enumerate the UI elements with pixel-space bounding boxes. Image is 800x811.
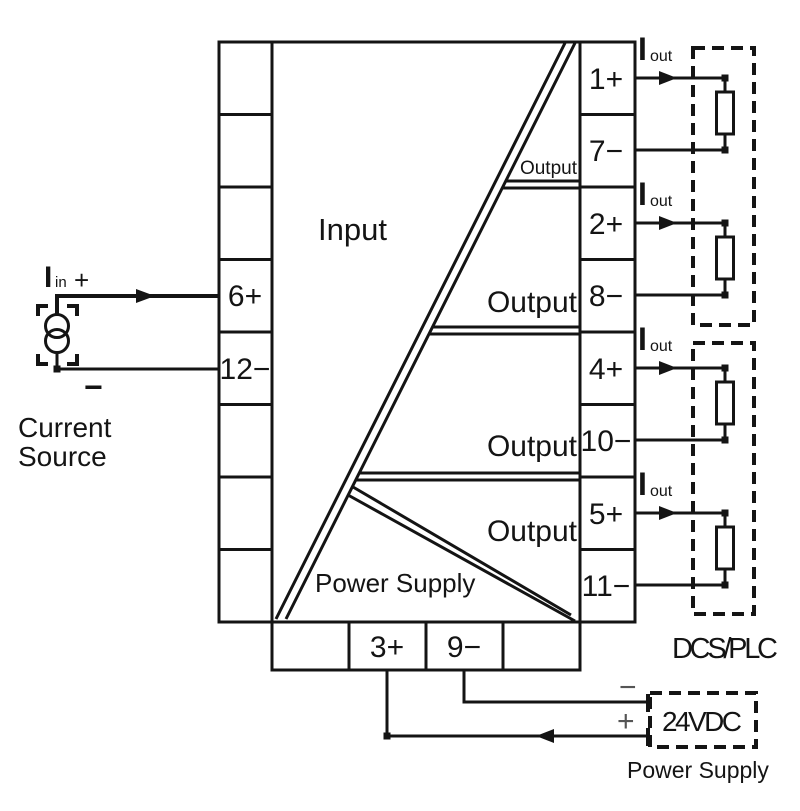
resistor-symbol: [715, 525, 735, 571]
iin-plus-label: +: [74, 265, 89, 295]
output-section-label-1: Output: [487, 286, 578, 319]
output-small-label: Output: [520, 158, 578, 179]
psu-minus-label: −: [619, 671, 637, 704]
terminal-11minus: 11−: [582, 570, 631, 603]
iout-subscript: out: [650, 193, 673, 210]
dcs-plc-box-lower: [691, 341, 756, 616]
wire-corner-dot: [721, 291, 729, 299]
dcs-plc-caption: DCS/PLC: [672, 633, 778, 665]
output-section-label-3: Output: [487, 515, 578, 548]
psu-plus-label: +: [617, 705, 635, 738]
channel-wires: [634, 366, 727, 442]
channel-wires: [634, 76, 727, 152]
iout-symbol: I: [638, 31, 647, 67]
resistor-symbol: [715, 90, 735, 136]
power-supply-section-label: Power Supply: [315, 568, 475, 598]
terminal-5plus: 5+: [589, 498, 623, 531]
wire-corner-dot: [721, 146, 729, 154]
bottom-terminal-separators: [347, 622, 505, 670]
input-plus-wire: [55, 294, 219, 315]
current-source-section: I in + − Current Source: [18, 261, 219, 472]
current-source-icon: [36, 304, 79, 366]
arrow-right-icon: [659, 216, 677, 230]
terminal-8minus: 8−: [589, 280, 623, 313]
iout-subscript: out: [650, 338, 673, 355]
output-section-separators: [356, 179, 580, 482]
source-minus-label: −: [84, 369, 103, 405]
current-source-caption-line1: Current: [18, 412, 112, 443]
iout-subscript: out: [650, 48, 673, 65]
psu-box: [648, 691, 758, 749]
psu-caption: Power Supply: [627, 757, 769, 783]
psu-minus-wire: [462, 670, 648, 704]
terminal-7minus: 7−: [589, 135, 623, 168]
arrow-right-icon: [659, 506, 677, 520]
wire-corner-dot: [383, 732, 391, 740]
output-channel-2: I out: [634, 176, 735, 299]
wire-corner-dot: [53, 365, 61, 373]
channel-wires: [634, 511, 727, 587]
terminal-10minus: 10−: [581, 425, 632, 458]
resistor-symbol: [715, 235, 735, 281]
power-supply-diagonal: [347, 485, 576, 623]
current-source-caption-line2: Source: [18, 441, 107, 472]
dcs-plc-box-upper: [691, 46, 756, 327]
wire-corner-dot: [721, 509, 729, 517]
terminal-12minus: 12−: [220, 353, 271, 386]
dcs-plc-section: DCS/PLC: [672, 46, 778, 665]
iin-subscript: in: [55, 274, 67, 291]
wire-corner-dot: [721, 74, 729, 82]
output-channel-4: I out: [634, 466, 735, 589]
terminal-4plus: 4+: [589, 353, 623, 386]
wire-corner-dot: [721, 436, 729, 444]
output-channel-1: I out: [634, 31, 735, 154]
wire-corner-dot: [721, 219, 729, 227]
wire-corner-dot: [721, 581, 729, 589]
iout-symbol: I: [638, 176, 647, 212]
input-section-label: Input: [318, 212, 387, 247]
isolator-device: Input Output Output Output Output Power …: [217, 40, 637, 672]
terminal-1plus: 1+: [589, 63, 623, 96]
isolation-diagonal: [274, 42, 577, 620]
iout-subscript: out: [650, 483, 673, 500]
terminal-9minus: 9−: [447, 631, 481, 664]
terminal-row-separators: [219, 113, 635, 551]
psu-voltage-label: 24VDC: [662, 706, 742, 737]
channel-wires: [634, 221, 727, 297]
arrow-right-icon: [659, 71, 677, 85]
output-channel-3: I out: [634, 321, 735, 444]
terminal-6plus: 6+: [228, 280, 262, 313]
terminal-3plus: 3+: [370, 631, 404, 664]
arrow-right-icon: [659, 361, 677, 375]
psu-24vdc-section: − + 24VDC Power Supply: [383, 670, 769, 783]
arrow-right-icon: [136, 289, 155, 303]
wire-corner-dot: [721, 364, 729, 372]
resistor-symbol: [715, 380, 735, 426]
iout-symbol: I: [638, 321, 647, 357]
input-minus-wire: [55, 352, 219, 371]
output-section-label-2: Output: [487, 430, 578, 463]
iout-symbol: I: [638, 466, 647, 502]
iin-symbol: I: [44, 261, 52, 294]
arrow-left-icon: [536, 729, 554, 743]
terminal-2plus: 2+: [589, 208, 623, 241]
